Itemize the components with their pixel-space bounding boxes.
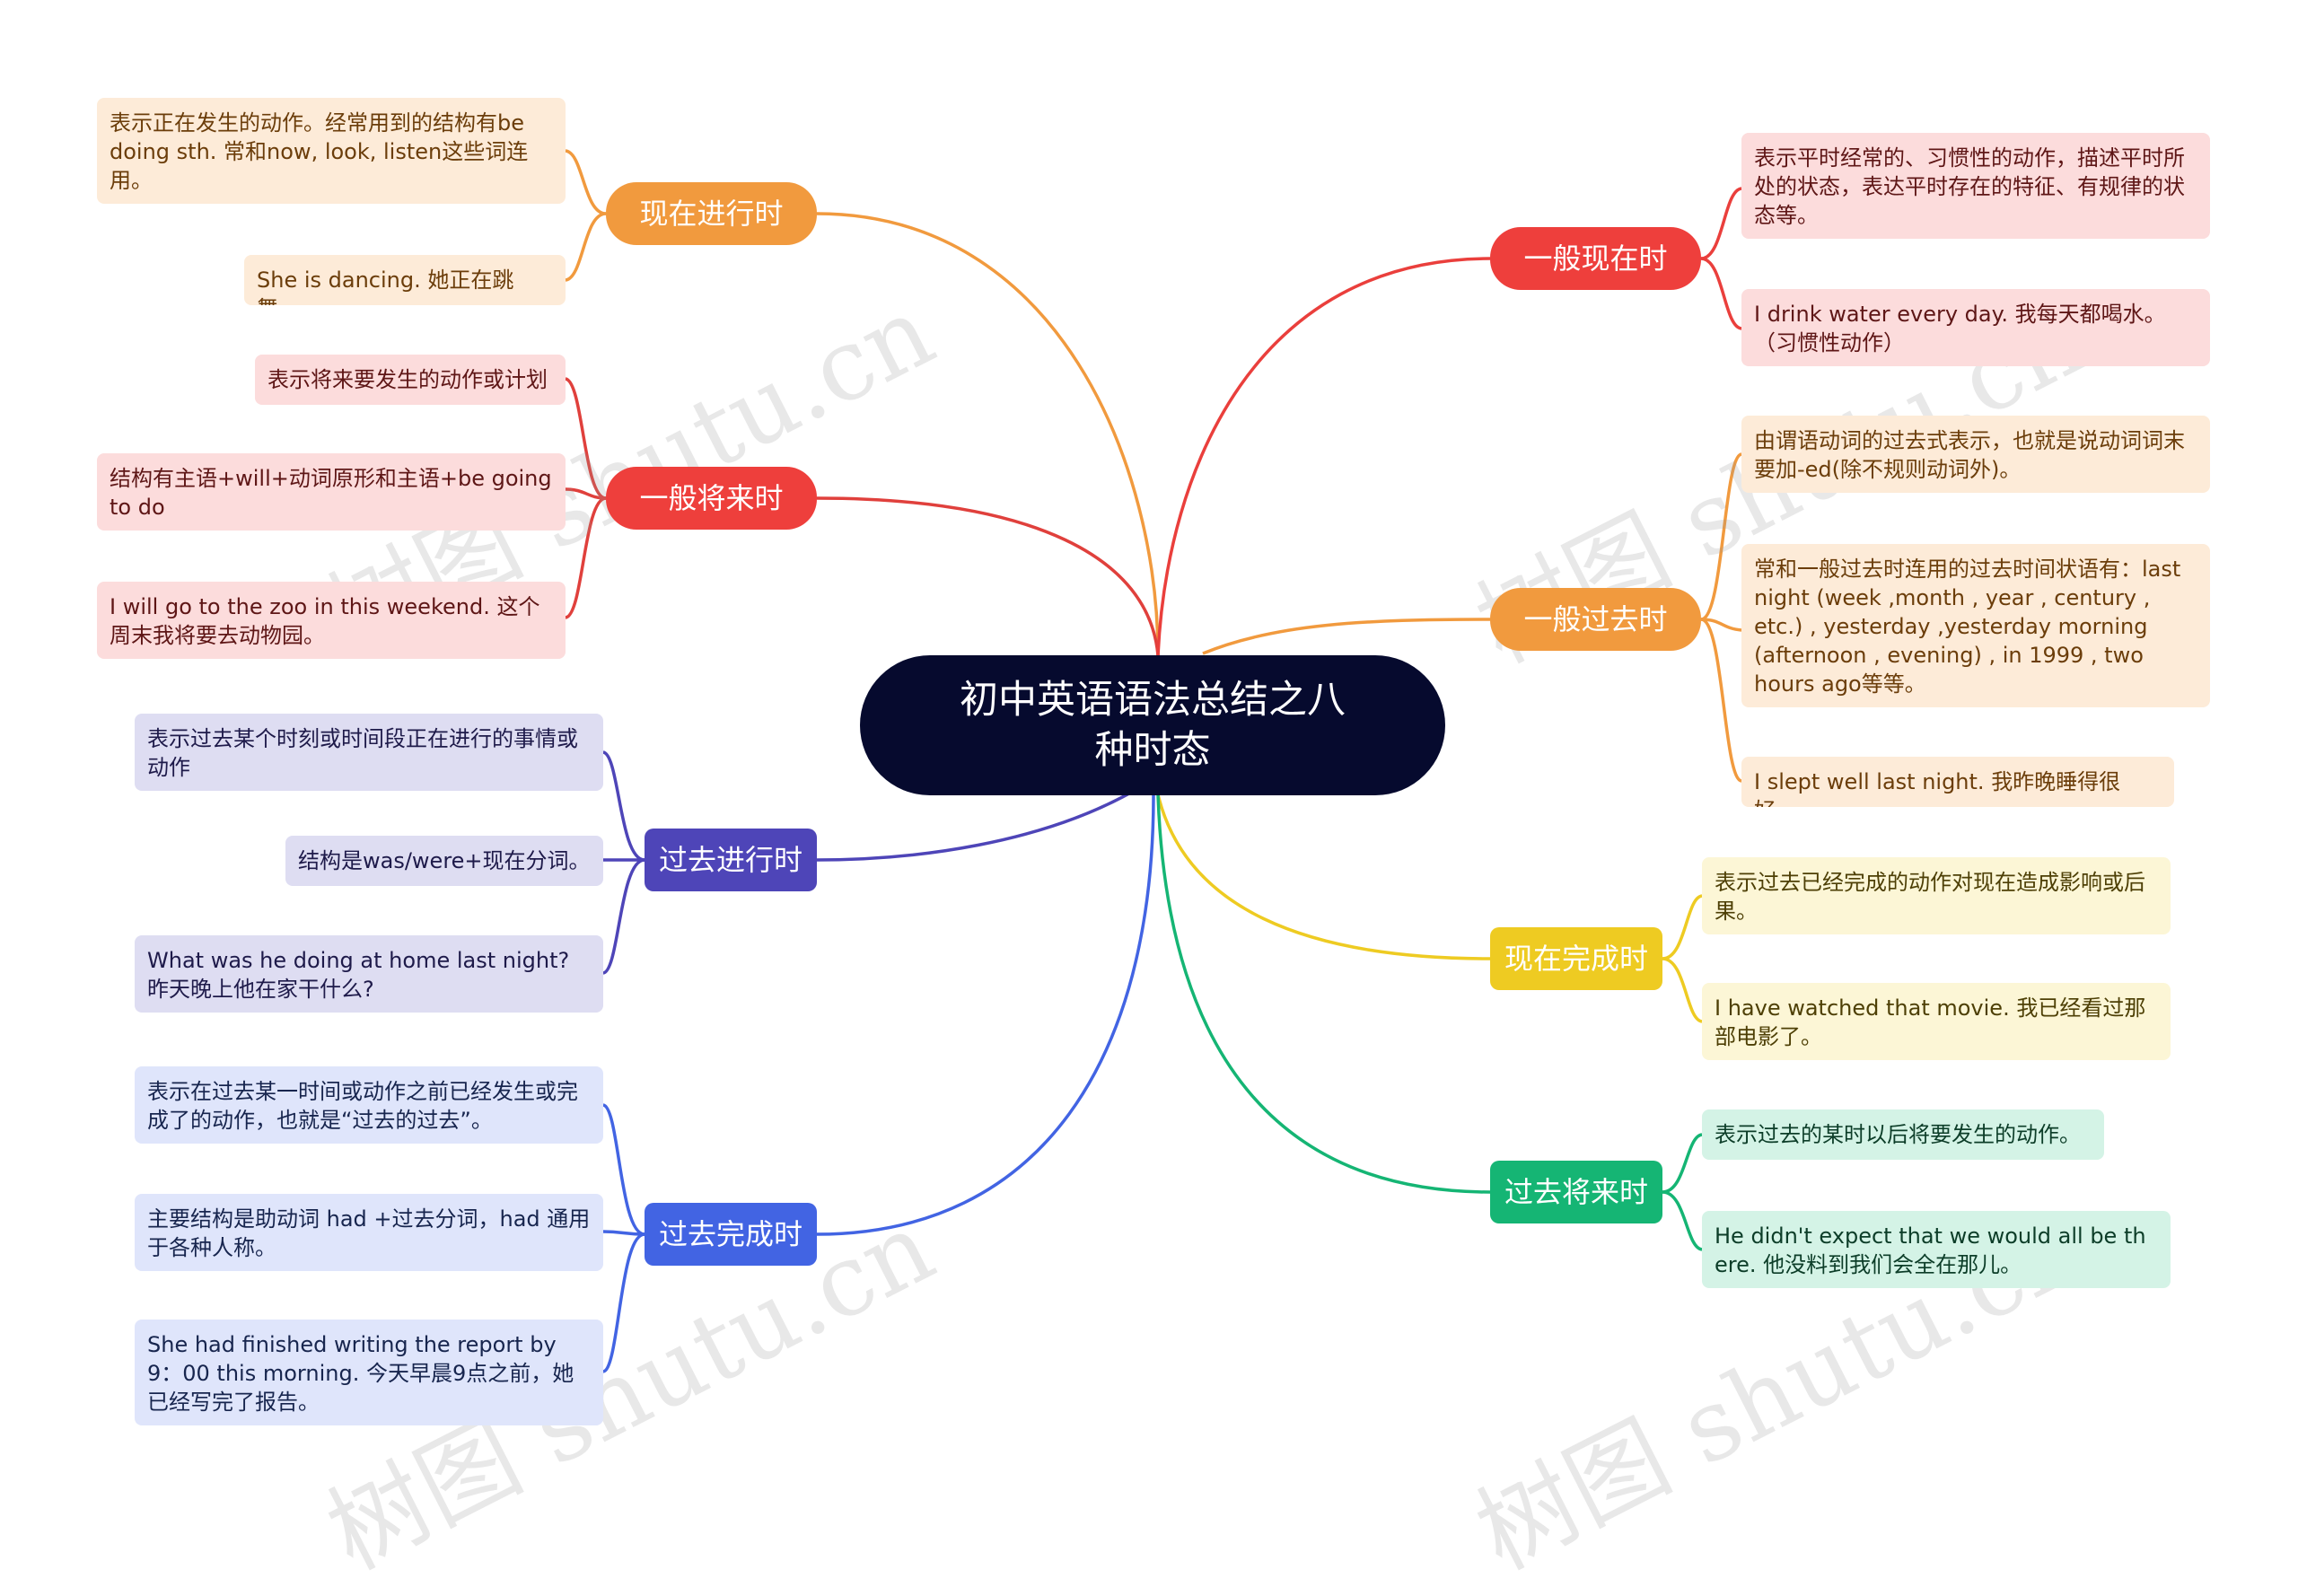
- leaf-simple-past-time-words[interactable]: 常和一般过去时连用的过去时间状语有：last night (week ,mont…: [1741, 544, 2210, 707]
- leaf-past-continuous-definition[interactable]: 表示过去某个时刻或时间段正在进行的事情或动作: [135, 714, 603, 791]
- leaf-present-continuous-definition[interactable]: 表示正在发生的动作。经常用到的结构有be doing sth. 常和now, l…: [97, 98, 566, 204]
- leaf-past-perfect-definition[interactable]: 表示在过去某一时间或动作之前已经发生或完成了的动作，也就是“过去的过去”。: [135, 1066, 603, 1144]
- leaf-simple-future-structure[interactable]: 结构有主语+will+动词原形和主语+be going to do: [97, 453, 566, 531]
- link-simple-past: [1202, 618, 1491, 655]
- branch-simple-present[interactable]: 一般现在时: [1490, 227, 1701, 290]
- branch-past-continuous[interactable]: 过去进行时: [645, 829, 817, 891]
- branch-simple-future[interactable]: 一般将来时: [606, 467, 817, 530]
- leaf-past-perfect-structure[interactable]: 主要结构是助动词 had +过去分词，had 通用于各种人称。: [135, 1194, 603, 1271]
- leaf-future-in-past-definition[interactable]: 表示过去的某时以后将要发生的动作。: [1702, 1109, 2104, 1160]
- connector-lines: [565, 149, 1742, 1373]
- leaf-simple-present-example[interactable]: I drink water every day. 我每天都喝水。（习惯性动作）: [1741, 289, 2210, 366]
- central-topic[interactable]: 初中英语语法总结之八种时态: [860, 655, 1445, 795]
- leaf-past-perfect-example[interactable]: She had finished writing the report by 9…: [135, 1320, 603, 1425]
- branch-past-perfect[interactable]: 过去完成时: [645, 1203, 817, 1266]
- leaf-past-continuous-example[interactable]: What was he doing at home last night? 昨天…: [135, 935, 603, 1013]
- leaf-simple-past-example[interactable]: I slept well last night. 我昨晚睡得很好。: [1741, 757, 2174, 807]
- link-present-perfect: [1156, 794, 1491, 960]
- link-simple-present: [1156, 257, 1491, 656]
- leaf-simple-future-example[interactable]: I will go to the zoo in this weekend. 这个…: [97, 582, 566, 659]
- link-past-continuous: [816, 788, 1136, 862]
- leaf-simple-future-definition[interactable]: 表示将来要发生的动作或计划: [255, 355, 566, 405]
- branch-future-in-past[interactable]: 过去将来时: [1490, 1161, 1662, 1223]
- leaf-past-continuous-structure[interactable]: 结构是was/were+现在分词。: [285, 836, 603, 886]
- branch-present-continuous[interactable]: 现在进行时: [606, 182, 817, 245]
- branch-simple-past[interactable]: 一般过去时: [1490, 588, 1701, 651]
- link-simple-future: [816, 496, 1160, 656]
- link-future-in-past: [1156, 794, 1491, 1194]
- leaf-simple-present-definition[interactable]: 表示平时经常的、习惯性的动作，描述平时所处的状态，表达平时存在的特征、有规律的状…: [1741, 133, 2210, 239]
- link-present-continuous: [816, 212, 1160, 656]
- leaf-simple-past-definition[interactable]: 由谓语动词的过去式表示，也就是说动词词末要加-ed(除不规则动词外)。: [1741, 416, 2210, 493]
- leaf-present-continuous-example[interactable]: She is dancing. 她正在跳舞。: [244, 255, 566, 305]
- link-past-perfect: [816, 794, 1155, 1236]
- leaf-future-in-past-example[interactable]: He didn't expect that we would all be th…: [1702, 1211, 2171, 1288]
- branch-present-perfect[interactable]: 现在完成时: [1490, 927, 1662, 990]
- leaf-present-perfect-definition[interactable]: 表示过去已经完成的动作对现在造成影响或后果。: [1702, 857, 2171, 934]
- leaf-present-perfect-example[interactable]: I have watched that movie. 我已经看过那部电影了。: [1702, 983, 2171, 1060]
